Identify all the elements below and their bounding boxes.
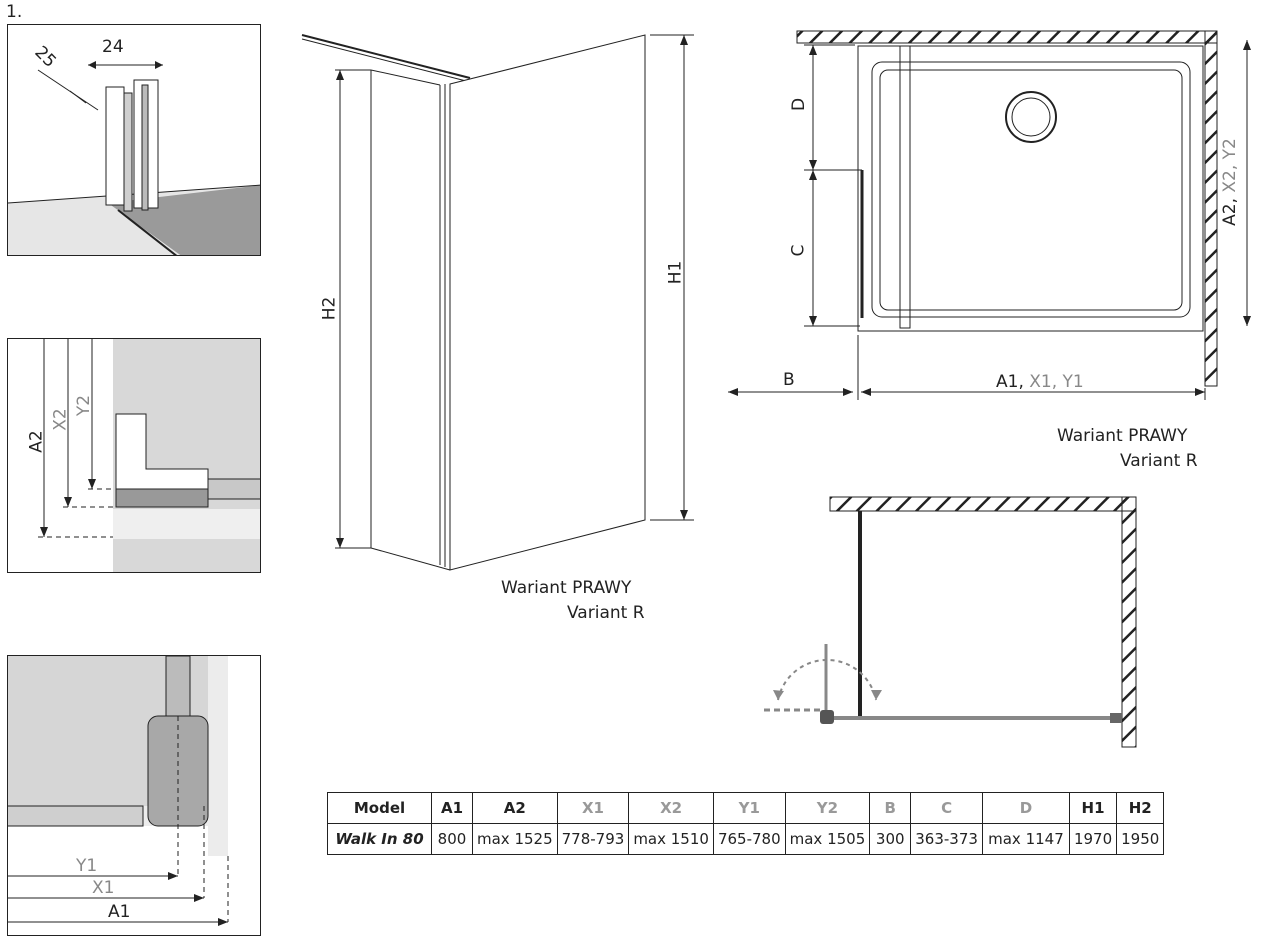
cell-y1: 765-780 [712, 823, 786, 855]
col-c: C [910, 792, 983, 824]
plan-variant-en: Variant R [1120, 451, 1198, 471]
elevation-variant-en: Variant R [567, 603, 645, 623]
col-a1: A1 [431, 792, 473, 824]
profile-drawing [8, 61, 260, 255]
dim-24-label: 24 [102, 37, 124, 57]
col-x2: X2 [628, 792, 714, 824]
detail-profile-dimensions: 25 24 [7, 24, 261, 256]
x1-y1-plan-label: X1, Y1 [1029, 372, 1084, 392]
col-y2: Y2 [784, 792, 871, 824]
cell-b: 300 [869, 823, 912, 855]
spec-table: Model A1 A2 X1 X2 Y1 Y2 B C D H1 H2 Walk… [327, 792, 1165, 855]
a1-plan-label: A1, [996, 372, 1024, 392]
cell-d: max 1147 [981, 823, 1070, 855]
figure-number: 1. [6, 2, 23, 22]
a1-x1-y1-label: A1, X1, Y1 [996, 372, 1084, 392]
col-d: D [981, 792, 1070, 824]
table-header-row: Model A1 A2 X1 X2 Y1 Y2 B C D H1 H2 [327, 792, 1165, 824]
elevation-variant-pl: Wariant PRAWY [501, 578, 632, 598]
col-model: Model [327, 792, 432, 824]
a1-label: A1 [108, 902, 131, 922]
x1-label: X1 [92, 878, 115, 898]
cell-y2: max 1505 [784, 823, 871, 855]
col-y1: Y1 [712, 792, 786, 824]
col-x1: X1 [556, 792, 630, 824]
cell-h2: 1950 [1116, 823, 1165, 855]
width-drawing [8, 656, 229, 926]
detail-wall-width: Y1 X1 A1 [7, 655, 261, 936]
cell-x1: 778-793 [556, 823, 630, 855]
col-h2: H2 [1116, 792, 1165, 824]
height-drawing [38, 339, 260, 572]
cell-model: Walk In 80 [327, 823, 432, 855]
cell-x2: max 1510 [628, 823, 714, 855]
y1-label: Y1 [76, 856, 98, 876]
detail-wall-height: A2 X2 Y2 [7, 338, 261, 573]
col-h1: H1 [1068, 792, 1118, 824]
cell-c: 363-373 [910, 823, 983, 855]
plan-variant-pl: Wariant PRAWY [1057, 426, 1188, 446]
cell-a2: max 1525 [472, 823, 558, 855]
cell-h1: 1970 [1068, 823, 1118, 855]
col-a2: A2 [472, 792, 558, 824]
cell-a1: 800 [431, 823, 473, 855]
col-b: B [869, 792, 912, 824]
table-row: Walk In 80 800 max 1525 778-793 max 1510… [327, 823, 1165, 855]
b-label: B [783, 370, 795, 390]
